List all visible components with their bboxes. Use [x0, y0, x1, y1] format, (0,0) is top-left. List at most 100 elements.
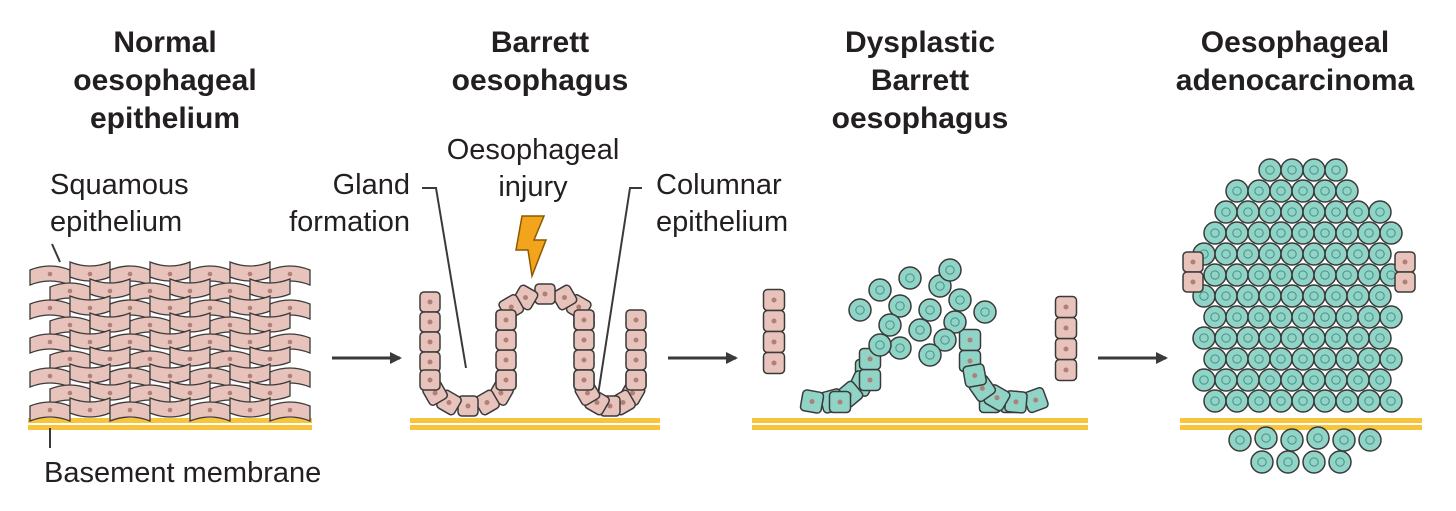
dysplastic-cell — [948, 288, 972, 312]
columnar-cell — [419, 291, 441, 313]
tumour-cell — [1291, 347, 1315, 371]
dysplastic-cell-nucleus — [915, 325, 925, 335]
tumour-cell — [1203, 263, 1227, 287]
columnar-cell — [419, 311, 441, 333]
squamous-nucleus — [267, 390, 273, 396]
tumour-cell — [1269, 305, 1293, 329]
gland-cell — [762, 351, 786, 375]
squamous-nucleus — [167, 271, 173, 277]
tumour-cell-nucleus — [1342, 186, 1352, 196]
gland-cell — [1054, 295, 1078, 319]
dysplastic-cell-nucleus — [945, 265, 955, 275]
tumour-cell-nucleus — [1210, 270, 1220, 280]
invading-tumour-cell-nucleus — [1335, 457, 1345, 467]
tumour-cell-nucleus — [1265, 249, 1275, 259]
tumour-cell-nucleus — [1309, 249, 1319, 259]
squamous-cell — [249, 278, 291, 299]
columnar-cell — [419, 331, 441, 353]
squamous-nucleus — [67, 356, 73, 362]
tumour-cell-nucleus — [1232, 312, 1242, 322]
invading-tumour-cell-nucleus — [1261, 433, 1271, 443]
tumour-cell-nucleus — [1232, 270, 1242, 280]
tumour-cell — [1379, 305, 1403, 329]
basement-membrane-normal — [28, 418, 312, 430]
tumour-cell-nucleus — [1276, 270, 1286, 280]
tumour-cell — [1214, 326, 1238, 350]
tumour-cell — [1258, 284, 1282, 308]
columnar-cell — [573, 309, 595, 331]
tumour-cell — [1258, 326, 1282, 350]
gland-cell — [1054, 337, 1078, 361]
squamous-cell — [229, 261, 271, 282]
squamous-nucleus — [227, 356, 233, 362]
tumour-cell — [1335, 179, 1359, 203]
tumour-cell — [1225, 179, 1249, 203]
tumour-cell-nucleus — [1287, 207, 1297, 217]
gland-cell — [958, 328, 982, 352]
tumour-cell — [1280, 326, 1304, 350]
squamous-nucleus — [147, 390, 153, 396]
tumour-cell — [1258, 368, 1282, 392]
squamous-nucleus — [167, 373, 173, 379]
dysplastic-cell — [898, 266, 922, 290]
tumour-cell-nucleus — [1375, 375, 1385, 385]
dysplastic-cell-nucleus — [935, 281, 945, 291]
squamous-nucleus — [107, 390, 113, 396]
squamous-nucleus — [67, 390, 73, 396]
columnar-cell — [495, 329, 517, 351]
tumour-cell — [1302, 326, 1326, 350]
tumour-cell-nucleus — [1298, 228, 1308, 238]
tumour-cell — [1368, 326, 1392, 350]
gland-cell — [799, 389, 825, 414]
tumour-cell-nucleus — [1254, 228, 1264, 238]
tumour-cell-nucleus — [1386, 396, 1396, 406]
title-line: Barrett — [870, 64, 970, 97]
tumour-cell — [1280, 158, 1304, 182]
gland-cell — [762, 330, 786, 354]
tumour-cell — [1269, 179, 1293, 203]
squamous-nucleus — [127, 271, 133, 277]
tumour-cell — [1335, 389, 1359, 413]
tumour-cell-nucleus — [1342, 354, 1352, 364]
leader-columnar — [597, 187, 642, 396]
tumour-cell-nucleus — [1342, 228, 1352, 238]
dysplastic-cell-nucleus — [955, 295, 965, 305]
stage-title-dysplastic: Dysplastic Barrett oesophagus — [800, 24, 1040, 138]
squamous-nucleus — [167, 407, 173, 413]
columnar-cell — [625, 349, 647, 371]
dysplastic-cell — [848, 298, 872, 322]
invading-tumour-cell-nucleus — [1283, 457, 1293, 467]
tumour-cell-nucleus — [1210, 396, 1220, 406]
squamous-nucleus — [207, 339, 213, 345]
tumour-cell-nucleus — [1320, 396, 1330, 406]
tumour-cell-nucleus — [1364, 354, 1374, 364]
dysplastic-cell — [908, 318, 932, 342]
squamous-nucleus — [207, 271, 213, 277]
tumour-cell-nucleus — [1353, 375, 1363, 385]
tumour-cell-nucleus — [1309, 207, 1319, 217]
tumour-cell-nucleus — [1276, 186, 1286, 196]
gland-cell — [1054, 316, 1078, 340]
tumour-cell-nucleus — [1331, 165, 1341, 175]
squamous-nucleus — [87, 373, 93, 379]
dysplastic-cell-nucleus — [980, 307, 990, 317]
tumour-cell — [1324, 242, 1348, 266]
label-line: injury — [498, 171, 568, 203]
squamous-nucleus — [127, 373, 133, 379]
dysplastic-cell — [878, 313, 902, 337]
tumour-cell — [1313, 263, 1337, 287]
squamous-nucleus — [147, 322, 153, 328]
tumour-cell-nucleus — [1254, 396, 1264, 406]
invading-tumour-cell — [1250, 450, 1274, 474]
tumour-cell-nucleus — [1232, 186, 1242, 196]
gland-cell — [962, 363, 987, 388]
tumour-cell-nucleus — [1265, 375, 1275, 385]
tumour-cell-nucleus — [1375, 207, 1385, 217]
dysplastic-cell-nucleus — [875, 285, 885, 295]
stage-title-adenocarcinoma: Oesophageal adenocarcinoma — [1150, 24, 1440, 100]
tumour-cell — [1225, 305, 1249, 329]
dysplastic-cell-nucleus — [885, 320, 895, 330]
tumour-cell — [1302, 158, 1326, 182]
invading-tumour-cell-nucleus — [1339, 435, 1349, 445]
dysplastic-cell-nucleus — [855, 305, 865, 315]
